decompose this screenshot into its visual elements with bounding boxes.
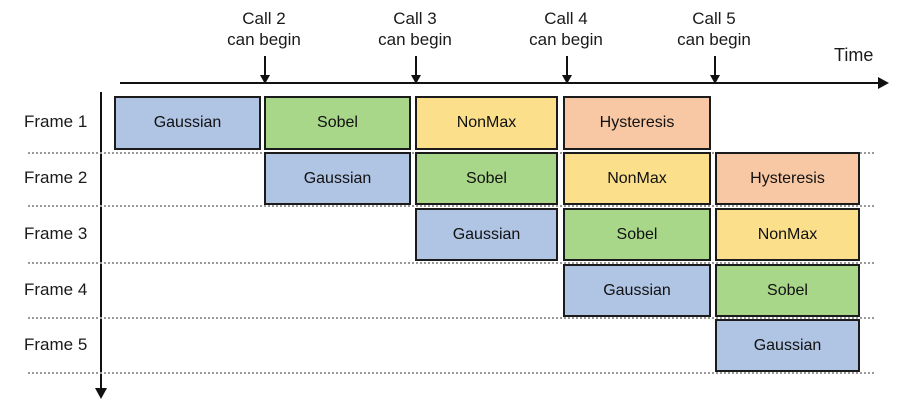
stage-box-nonmax[interactable]: NonMax — [715, 208, 860, 261]
stage-box-hysteresis[interactable]: Hysteresis — [715, 152, 860, 205]
call-marker-line1: Call 4 — [544, 9, 588, 28]
stage-box-gaussian[interactable]: Gaussian — [264, 152, 411, 205]
frame-axis-line — [100, 92, 102, 390]
stage-box-gaussian[interactable]: Gaussian — [563, 264, 711, 317]
row-separator — [28, 372, 874, 374]
stage-box-gaussian[interactable]: Gaussian — [114, 96, 261, 150]
frame-axis-arrowhead — [95, 388, 107, 399]
row-separator — [28, 205, 874, 207]
call-marker-line1: Call 2 — [242, 9, 286, 28]
frame-label-2: Frame 2 — [24, 167, 88, 187]
stage-box-nonmax[interactable]: NonMax — [563, 152, 711, 205]
time-axis-label: Time — [834, 45, 874, 65]
call-marker-line2: can begin — [529, 30, 603, 49]
time-axis-line — [120, 82, 880, 84]
stage-box-gaussian[interactable]: Gaussian — [415, 208, 558, 261]
call-marker-line2: can begin — [677, 30, 751, 49]
call-marker-label-4: Call 5 can begin — [634, 8, 794, 50]
frame-label-4: Frame 4 — [24, 279, 88, 299]
stage-box-sobel[interactable]: Sobel — [563, 208, 711, 261]
stage-box-sobel[interactable]: Sobel — [715, 264, 860, 317]
time-axis-arrowhead — [878, 77, 889, 89]
call-marker-line2: can begin — [378, 30, 452, 49]
stage-box-nonmax[interactable]: NonMax — [415, 96, 558, 150]
call-marker-label-3: Call 4 can begin — [486, 8, 646, 50]
call-marker-arrow-icon-2 — [411, 56, 421, 84]
stage-box-sobel[interactable]: Sobel — [264, 96, 411, 150]
call-marker-label-2: Call 3 can begin — [335, 8, 495, 50]
frame-label-1: Frame 1 — [24, 112, 88, 131]
row-separator — [28, 317, 874, 319]
frame-label-5: Frame 5 — [24, 334, 88, 354]
call-marker-line1: Call 5 — [692, 9, 736, 28]
call-marker-arrow-icon-4 — [710, 56, 720, 84]
call-marker-line2: can begin — [227, 30, 301, 49]
stage-box-hysteresis[interactable]: Hysteresis — [563, 96, 711, 150]
row-separator — [28, 262, 874, 264]
call-marker-arrow-icon-3 — [562, 56, 572, 84]
stage-box-gaussian[interactable]: Gaussian — [715, 319, 860, 372]
call-marker-arrow-icon-1 — [260, 56, 270, 84]
stage-box-sobel[interactable]: Sobel — [415, 152, 558, 205]
call-marker-line1: Call 3 — [393, 9, 437, 28]
call-marker-label-1: Call 2 can begin — [184, 8, 344, 50]
frame-label-3: Frame 3 — [24, 223, 88, 243]
